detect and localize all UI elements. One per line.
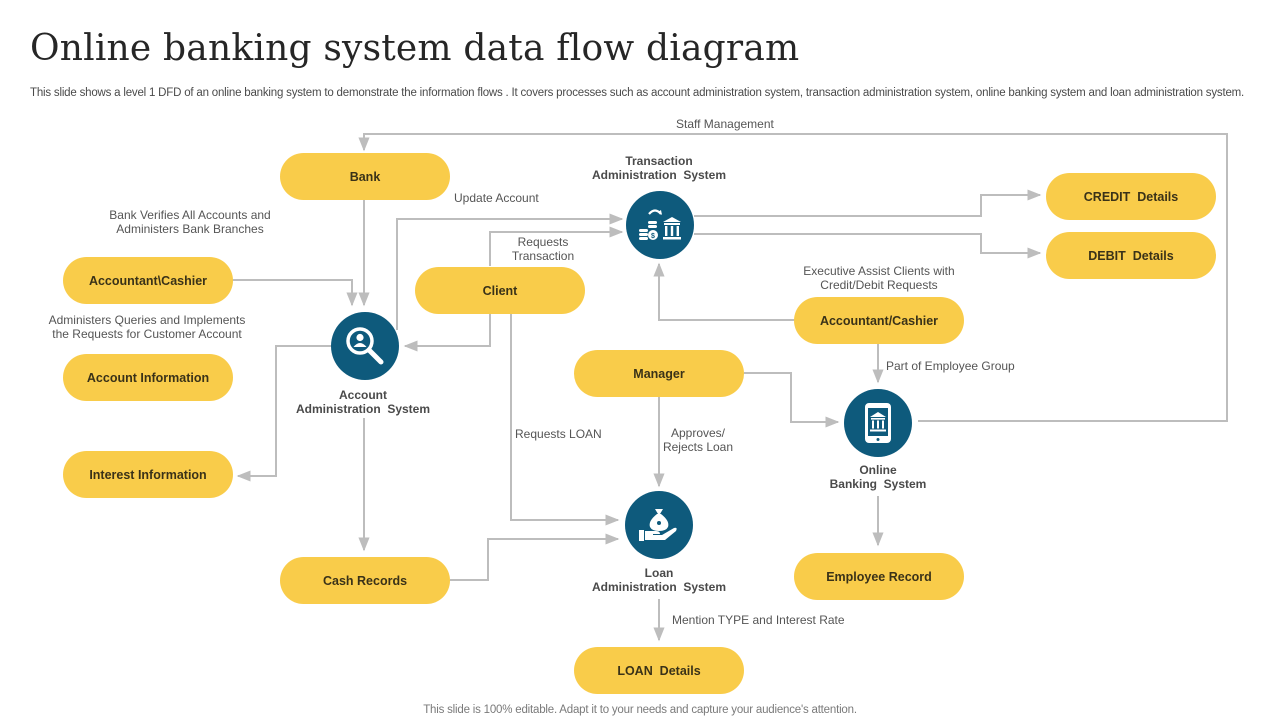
page-title: Online banking system data flow diagram (30, 28, 800, 69)
entity-accountant-cashier-left[interactable]: Accountant\Cashier (63, 257, 233, 304)
process-loan-administration[interactable] (625, 491, 693, 559)
flow-manager-to-online (744, 372, 840, 428)
entity-debit-details-label: DEBIT Details (1088, 248, 1174, 263)
flow-to-debit (694, 233, 1042, 259)
entity-interest-information-label: Interest Information (89, 467, 207, 482)
process-online-banking-line2: Banking System (829, 477, 927, 491)
process-online-banking-label: Online Banking System (788, 463, 968, 491)
entity-account-information[interactable]: Account Information (63, 354, 233, 401)
label-requests-transaction-line2: Transaction (511, 249, 575, 263)
process-account-administration-line1: Account (339, 388, 387, 402)
label-approves-line1: Approves/ (670, 426, 726, 440)
flow-client-to-account-admin (403, 314, 491, 352)
entity-loan-details-label: LOAN Details (617, 663, 701, 678)
flow-cashier-to-account-admin (232, 279, 358, 307)
label-administers-queries-line2: the Requests for Customer Account (52, 327, 242, 341)
label-approves-rejects: Approves/ Rejects Loan (658, 426, 738, 454)
entity-cash-records[interactable]: Cash Records (280, 557, 450, 604)
process-online-banking-line1: Online (859, 463, 897, 477)
flow-requests-loan (510, 314, 620, 526)
user-search-icon (346, 327, 384, 365)
entity-credit-details[interactable]: CREDIT Details (1046, 173, 1216, 220)
entity-employee-record[interactable]: Employee Record (794, 553, 964, 600)
process-account-administration[interactable] (331, 312, 399, 380)
label-requests-transaction: Requests Transaction (503, 235, 583, 263)
entity-account-information-label: Account Information (86, 370, 210, 385)
label-part-of-employee: Part of Employee Group (886, 359, 1015, 373)
process-online-banking[interactable] (844, 389, 912, 457)
label-update-account: Update Account (454, 191, 539, 205)
entity-credit-details-label: CREDIT Details (1083, 189, 1179, 204)
flow-staff-management (358, 133, 1228, 422)
process-transaction-administration-line1: Transaction (625, 154, 693, 168)
entity-bank-label: Bank (349, 169, 381, 184)
label-bank-verifies: Bank Verifies All Accounts and Administe… (90, 208, 290, 236)
flow-cash-to-loan (450, 533, 620, 581)
label-requests-loan: Requests LOAN (515, 427, 602, 441)
flow-to-interest-information (236, 345, 332, 482)
money-transfer-bank-icon: $ (639, 209, 681, 240)
label-mention-type: Mention TYPE and Interest Rate (672, 613, 845, 627)
page-subtitle: This slide shows a level 1 DFD of an onl… (30, 87, 1245, 99)
process-transaction-administration-label: Transaction Administration System (569, 154, 749, 182)
entity-debit-details[interactable]: DEBIT Details (1046, 232, 1216, 279)
flow-requests-transaction (489, 226, 624, 266)
label-executive-assist: Executive Assist Clients with Credit/Deb… (789, 264, 969, 292)
flow-update-account (396, 213, 624, 330)
entity-loan-details[interactable]: LOAN Details (574, 647, 744, 694)
process-loan-administration-line1: Loan (644, 566, 674, 580)
mobile-bank-icon (865, 403, 891, 443)
process-transaction-administration-line2: Administration System (591, 168, 727, 182)
label-executive-assist-line2: Credit/Debit Requests (820, 278, 938, 292)
entity-accountant-cashier-left-label: Accountant\Cashier (88, 273, 208, 288)
entity-cash-records-label: Cash Records (322, 573, 408, 588)
svg-text:$: $ (651, 233, 655, 240)
entity-manager-label: Manager (633, 366, 685, 381)
entity-accountant-cashier-right-label: Accountant/Cashier (819, 313, 939, 328)
process-account-administration-line2: Administration System (295, 402, 431, 416)
entity-accountant-cashier-right[interactable]: Accountant/Cashier (794, 297, 964, 344)
process-transaction-administration[interactable]: $ (626, 191, 694, 259)
process-loan-administration-line2: Administration System (591, 580, 727, 594)
flow-to-credit (694, 189, 1042, 217)
label-administers-queries-line1: Administers Queries and Implements (48, 313, 246, 327)
footer-note: This slide is 100% editable. Adapt it to… (423, 704, 857, 716)
label-staff-management: Staff Management (676, 117, 774, 131)
label-approves-line2: Rejects Loan (662, 440, 734, 454)
entity-client[interactable]: Client (415, 267, 585, 314)
flow-executive-assist (653, 262, 795, 321)
entity-bank[interactable]: Bank (280, 153, 450, 200)
entity-employee-record-label: Employee Record (826, 569, 932, 584)
entity-manager[interactable]: Manager (574, 350, 744, 397)
label-bank-verifies-line2: Administers Bank Branches (116, 222, 264, 236)
entity-interest-information[interactable]: Interest Information (63, 451, 233, 498)
process-loan-administration-label: Loan Administration System (569, 566, 749, 594)
label-executive-assist-line1: Executive Assist Clients with (803, 264, 955, 278)
label-requests-transaction-line1: Requests (517, 235, 569, 249)
money-bag-hand-icon (639, 509, 677, 541)
label-administers-queries: Administers Queries and Implements the R… (37, 313, 257, 341)
entity-client-label: Client (482, 283, 518, 298)
label-bank-verifies-line1: Bank Verifies All Accounts and (109, 208, 271, 222)
process-account-administration-label: Account Administration System (273, 388, 453, 416)
